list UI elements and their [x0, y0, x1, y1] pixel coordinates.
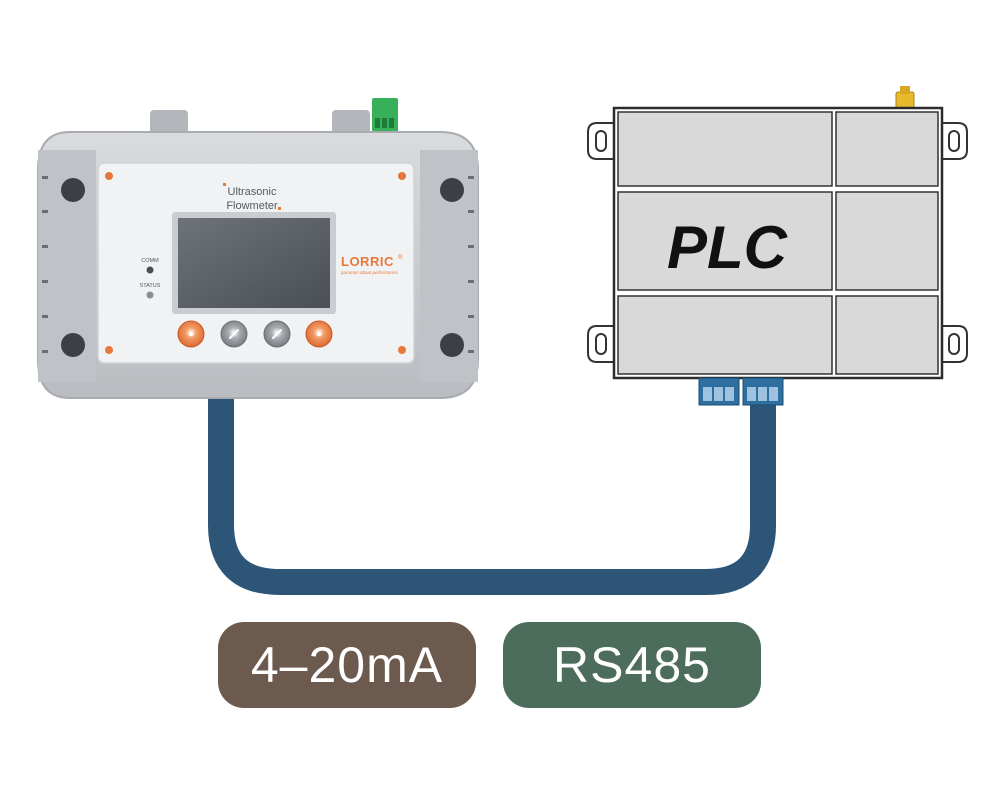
- indicator-status-label: STATUS: [140, 283, 161, 289]
- indicator-comm-label: COMM: [141, 258, 159, 264]
- serial-signal-label: RS485: [503, 622, 761, 708]
- flowmeter-button-1[interactable]: [177, 320, 205, 348]
- flowmeter-title-line2: Flowmeter: [226, 200, 278, 212]
- flowmeter-title-line1: Ultrasonic: [228, 186, 277, 198]
- flowmeter-button-4[interactable]: [305, 320, 333, 348]
- panel-screw: [398, 346, 406, 354]
- mount-hole-top-left: [61, 178, 85, 202]
- analog-signal-label: 4–20mA: [218, 622, 476, 708]
- plc-module: [835, 295, 939, 375]
- mount-hole-bottom-right: [440, 333, 464, 357]
- flowmeter-button-2[interactable]: [220, 320, 248, 348]
- brand-logo: LORRIC: [341, 254, 394, 269]
- brand-mark: ®: [398, 254, 403, 261]
- plc-mount-ear-top-right: [939, 122, 968, 160]
- flowmeter-device: Ultrasonic Flowmeter COMM STATUS LORRIC …: [37, 98, 479, 399]
- title-accent-mark: [223, 183, 226, 186]
- vent-ticks-right: [468, 176, 474, 353]
- title-accent-mark: [278, 207, 281, 210]
- plc-mount-ear-top-left: [587, 122, 616, 160]
- plc-terminal-block-left: [698, 377, 740, 406]
- plc-module: [835, 191, 939, 291]
- mount-hole-bottom-left: [61, 333, 85, 357]
- plc-mount-ear-bottom-left: [587, 325, 616, 363]
- panel-screw: [105, 172, 113, 180]
- plc-device: PLC: [587, 86, 968, 406]
- cable: [208, 396, 776, 595]
- plc-label: PLC: [667, 214, 789, 281]
- plc-module-main: [617, 191, 833, 291]
- plc-module: [617, 111, 833, 187]
- vent-ticks-left: [42, 176, 48, 353]
- indicator-status-led: [146, 291, 154, 299]
- flowmeter-screen: [178, 218, 330, 308]
- plc-module: [617, 295, 833, 375]
- brand-tagline: paramon abaut performance: [340, 270, 398, 275]
- indicator-comm-led: [146, 266, 154, 274]
- plc-module: [835, 111, 939, 187]
- plc-mount-ear-bottom-right: [939, 325, 968, 363]
- mount-hole-top-right: [440, 178, 464, 202]
- flowmeter-terminal-block: [372, 98, 398, 132]
- flowmeter-button-3[interactable]: [263, 320, 291, 348]
- panel-screw: [105, 346, 113, 354]
- plc-antenna-connector: [895, 86, 915, 109]
- panel-screw: [398, 172, 406, 180]
- plc-terminal-block-right: [742, 377, 784, 406]
